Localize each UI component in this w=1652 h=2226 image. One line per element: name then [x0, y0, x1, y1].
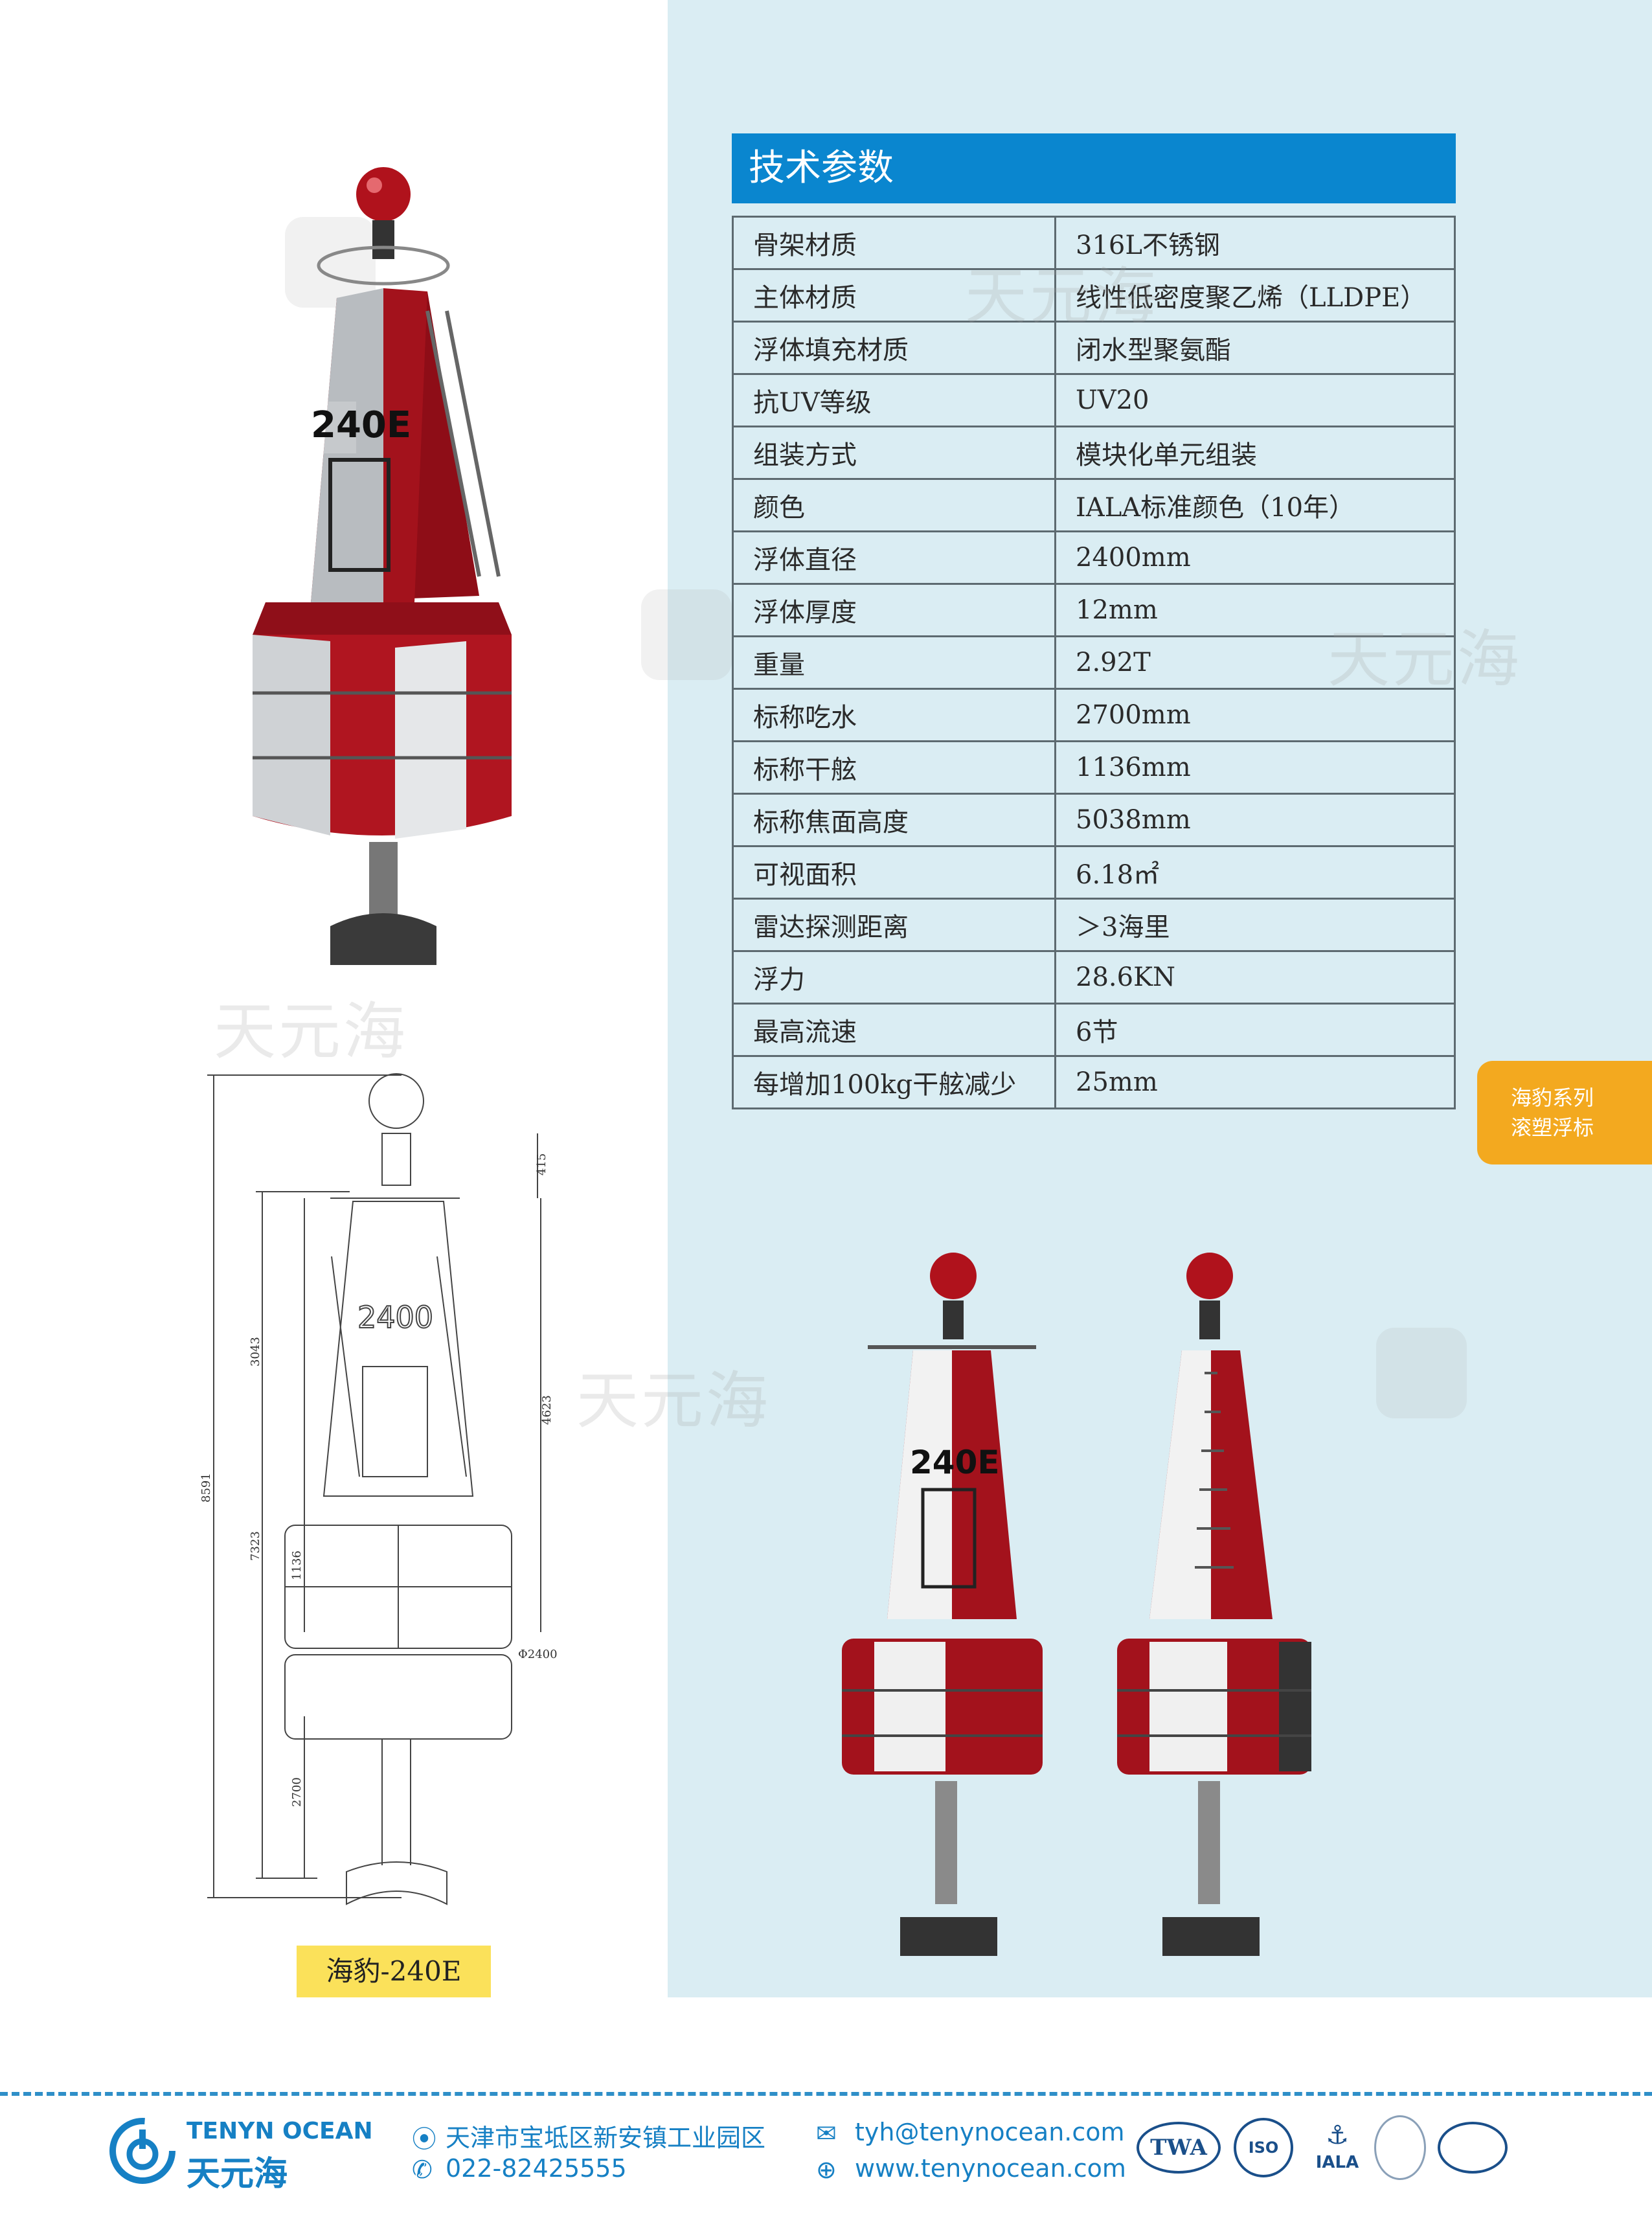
spec-key: 标称干舷: [732, 740, 1056, 795]
spec-key: 抗UV等级: [732, 373, 1056, 427]
spec-key: 浮体直径: [732, 530, 1056, 585]
watermark-text: 天元海: [965, 260, 1159, 333]
spec-value: ＞3海里: [1054, 898, 1456, 952]
series-tab-line2: 滚塑浮标: [1511, 1115, 1594, 1140]
spec-key: 组装方式: [732, 426, 1056, 480]
watermark-text: 天元海: [214, 995, 408, 1068]
spec-value: 模块化单元组装: [1054, 426, 1456, 480]
spec-title: 技术参数: [732, 133, 1456, 203]
spec-value: 闭水型聚氨酯: [1054, 321, 1456, 375]
model-label: 海豹-240E: [297, 1946, 491, 1997]
watermark-text: 天元海: [1328, 623, 1522, 696]
dim-8591: 8591: [199, 1473, 213, 1503]
buoy-illustration: 240E: [253, 167, 512, 965]
spec-value: 2.92T: [1054, 635, 1456, 690]
spec-value: 1136mm: [1054, 740, 1456, 795]
spec-value: 线性低密度聚乙烯（LLDPE）: [1054, 268, 1456, 323]
spec-value: 6节: [1054, 1003, 1456, 1057]
buoy-side-view: [1117, 1253, 1311, 1956]
dim-diameter: Φ2400: [518, 1648, 558, 1661]
spec-key: 骨架材质: [732, 216, 1056, 270]
tenyn-logo-icon: [109, 2118, 175, 2184]
spec-value: 28.6KN: [1054, 950, 1456, 1005]
watermark-logo-icon: [1376, 1328, 1467, 1418]
dim-415: 415: [535, 1153, 549, 1175]
iso-badge-icon: ISO: [1234, 2118, 1293, 2177]
brand-cn: 天元海: [187, 2155, 288, 2194]
spec-key: 浮体填充材质: [732, 321, 1056, 375]
dim-3043: 3043: [249, 1337, 262, 1367]
spec-row: 主体材质线性低密度聚乙烯（LLDPE）: [732, 268, 1456, 323]
spec-key: 雷达探测距离: [732, 898, 1056, 952]
spec-row: 浮体填充材质闭水型聚氨酯: [732, 321, 1456, 375]
dim-7323: 7323: [249, 1531, 262, 1561]
twa-badge-icon: TWA: [1137, 2122, 1221, 2174]
phone-icon: ✆: [412, 2155, 433, 2184]
watermark-logo-icon: [285, 217, 376, 308]
buoy-mark-text: 240E: [311, 404, 411, 446]
footer-divider: [0, 2092, 1652, 2096]
series-tab-line1: 海豹系列: [1511, 1085, 1594, 1110]
spec-value: 2400mm: [1054, 530, 1456, 585]
technical-drawing: 415 3043 4623 8591 7323 1136 2700 Φ2400 …: [199, 1073, 558, 1905]
phone-text[interactable]: 022-82425555: [446, 2154, 627, 2183]
spec-key: 主体材质: [732, 268, 1056, 323]
spec-value: 25mm: [1054, 1055, 1456, 1109]
spec-value: 12mm: [1054, 583, 1456, 637]
spec-key: 颜色: [732, 478, 1056, 532]
dim-2700: 2700: [290, 1777, 304, 1807]
email-link[interactable]: tyh@tenynocean.com: [855, 2118, 1125, 2146]
dim-1136: 1136: [290, 1550, 304, 1580]
dim-4623: 4623: [540, 1395, 554, 1425]
watermark-logo-icon: [641, 589, 732, 680]
globe-icon: ⊕: [816, 2155, 837, 2184]
brand-en: TENYN OCEAN: [187, 2118, 373, 2144]
spec-key: 浮力: [732, 950, 1056, 1005]
spec-value: 5038mm: [1054, 793, 1456, 847]
iala-badge-icon: ⚓ IALA: [1315, 2120, 1359, 2172]
spec-row: 雷达探测距离＞3海里: [732, 898, 1456, 952]
spec-key: 标称吃水: [732, 688, 1056, 742]
seal-icon: [1374, 2115, 1426, 2180]
drawing-mark-text: 2400: [357, 1300, 433, 1335]
footer: TENYN OCEAN 天元海 ⦿ 天津市宝坻区新安镇工业园区 ✆ 022-82…: [0, 2096, 1652, 2226]
buoy-front-view: 240E: [842, 1253, 1043, 1956]
spec-key: 浮体厚度: [732, 583, 1056, 637]
spec-row: 组装方式模块化单元组装: [732, 426, 1456, 480]
spec-value: IALA标准颜色（10年）: [1054, 478, 1456, 532]
spec-key: 每增加100kg干舷减少: [732, 1055, 1056, 1109]
mail-icon: ✉: [816, 2119, 837, 2148]
spec-value: 316L不锈钢: [1054, 216, 1456, 270]
classification-badge-icon: [1438, 2122, 1508, 2174]
website-link[interactable]: www.tenynocean.com: [855, 2154, 1126, 2183]
location-icon: ⦿: [412, 2125, 437, 2153]
series-tab[interactable]: 海豹系列 滚塑浮标: [1477, 1061, 1652, 1164]
address-text: 天津市宝坻区新安镇工业园区: [446, 2124, 766, 2152]
spec-key: 可视面积: [732, 845, 1056, 900]
spec-value: 6.18㎡: [1054, 845, 1456, 900]
front-view-mark-text: 240E: [910, 1444, 1000, 1481]
spec-value: 2700mm: [1054, 688, 1456, 742]
spec-key: 标称焦面高度: [732, 793, 1056, 847]
watermark-text: 天元海: [576, 1365, 771, 1437]
spec-key: 最高流速: [732, 1003, 1056, 1057]
spec-key: 重量: [732, 635, 1056, 690]
spec-value: UV20: [1054, 373, 1456, 427]
